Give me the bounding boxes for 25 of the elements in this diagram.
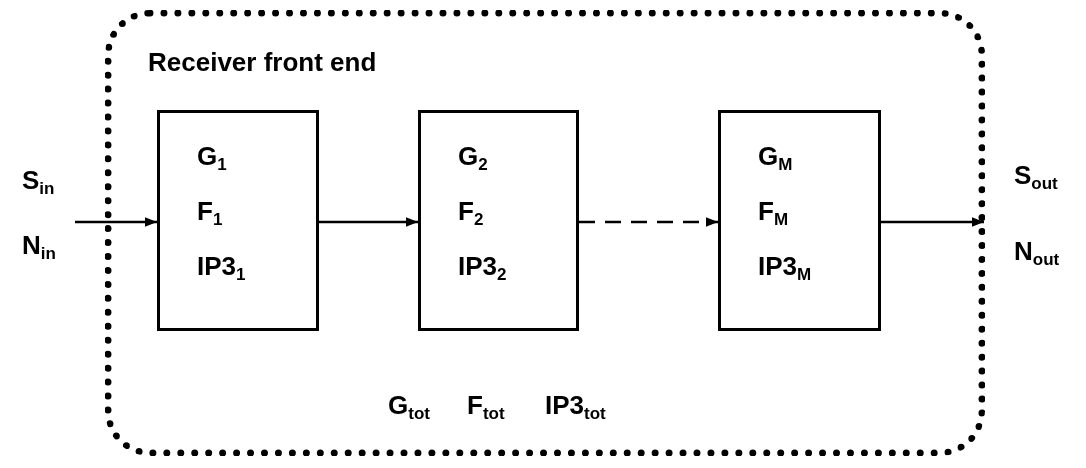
arrow [319, 217, 418, 227]
parameter-text: F$_{1}$ [197, 196, 223, 226]
parameter-text: G$_{1}$ [197, 141, 227, 171]
parameter-text: IP3$_{M}$ [758, 251, 812, 281]
parameter-text: F$_{2}$ [458, 196, 484, 226]
signal-label: N$_{in}$ [22, 230, 56, 260]
group-title: Receiver front end [148, 47, 377, 77]
parameter-text: IP3$_{2}$ [458, 251, 507, 281]
signal-label: N$_{out}$ [1014, 236, 1060, 266]
arrow [881, 217, 984, 227]
parameter-text: IP3$_{1}$ [197, 251, 246, 281]
parameter-text: F$_{M}$ [758, 196, 789, 226]
signal-label: S$_{out}$ [1014, 160, 1058, 190]
stage-block [157, 110, 319, 331]
stage-block [418, 110, 579, 331]
dashed-arrow [579, 217, 718, 227]
arrow [75, 217, 157, 227]
signal-label: F$_{tot}$ [467, 390, 505, 420]
dotted-group-frame [105, 10, 985, 456]
parameter-text: G$_{M}$ [758, 141, 793, 171]
parameter-text: G$_{2}$ [458, 141, 488, 171]
signal-label: S$_{in}$ [22, 165, 55, 195]
signal-label: IP3$_{tot}$ [545, 390, 606, 420]
signal-label: G$_{tot}$ [388, 390, 430, 420]
stage-block [718, 110, 881, 331]
